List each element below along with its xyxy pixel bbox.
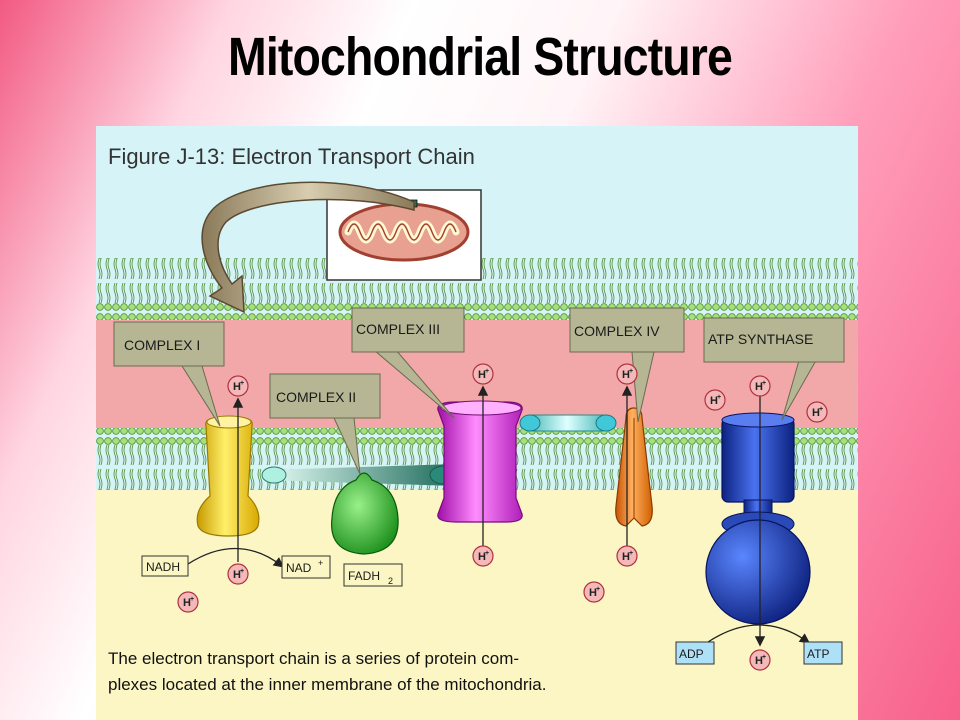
proton-arrows: [187, 385, 811, 647]
proton-charge: +: [819, 406, 823, 413]
label-pointers: [181, 349, 823, 475]
svg-text:NAD: NAD: [286, 561, 312, 575]
label-complex-2-text: COMPLEX II: [276, 389, 356, 405]
cytochrome-c-carrier: [519, 414, 617, 432]
atp-box: ATP: [803, 641, 843, 665]
proton-symbol: H: [755, 381, 763, 393]
proton-charge: +: [629, 368, 633, 375]
proton-charge: +: [629, 550, 633, 557]
complex-2: [331, 472, 399, 555]
proton-badge: H+: [616, 363, 638, 385]
proton-badge: H+: [472, 545, 494, 567]
etc-diagram: Figure J-13: Electron Transport Chain: [96, 126, 858, 720]
proton-charge: +: [190, 596, 194, 603]
caption-line-1: The electron transport chain is a series…: [108, 649, 519, 668]
svg-text:FADH: FADH: [348, 569, 380, 583]
proton-charge: +: [762, 654, 766, 661]
complex-3: [437, 400, 523, 523]
proton-symbol: H: [478, 369, 486, 381]
proton-symbol: H: [233, 569, 241, 581]
proton-symbol: H: [710, 395, 718, 407]
proton-badge: H+: [806, 401, 828, 423]
proton-symbol: H: [233, 381, 241, 393]
proton-charge: +: [485, 368, 489, 375]
label-complex-3: COMPLEX III: [351, 307, 465, 353]
proton-symbol: H: [622, 369, 630, 381]
label-complex-2: COMPLEX II: [269, 373, 381, 419]
label-complex-1-text: COMPLEX I: [124, 337, 200, 353]
label-atp-synthase-text: ATP SYNTHASE: [708, 331, 813, 347]
caption-line-2: plexes located at the inner membrane of …: [108, 675, 546, 694]
label-complex-3-text: COMPLEX III: [356, 321, 440, 337]
proton-symbol: H: [755, 655, 763, 667]
figure-title: Figure J-13: Electron Transport Chain: [108, 144, 475, 169]
label-atp-synthase: ATP SYNTHASE: [703, 317, 845, 363]
proton-symbol: H: [478, 551, 486, 563]
label-complex-4: COMPLEX IV: [569, 307, 685, 353]
svg-text:NADH: NADH: [146, 560, 180, 574]
proton-badge: H+: [583, 581, 605, 603]
proton-symbol: H: [589, 587, 597, 599]
proton-badges: H+H+H+H+H+H+H+H+H+H+H+H+: [177, 363, 828, 671]
proton-badge: H+: [616, 545, 638, 567]
proton-symbol: H: [183, 597, 191, 609]
proton-badge: H+: [472, 363, 494, 385]
slide-title: Mitochondrial Structure: [228, 27, 733, 87]
proton-badge: H+: [704, 389, 726, 411]
fadh2-box: FADH 2: [343, 563, 403, 587]
svg-text:ADP: ADP: [679, 647, 704, 661]
complex-1: [196, 415, 260, 537]
label-complex-1: COMPLEX I: [113, 321, 225, 367]
proton-charge: +: [762, 380, 766, 387]
proton-charge: +: [717, 394, 721, 401]
proton-symbol: H: [622, 551, 630, 563]
adp-box: ADP: [675, 641, 715, 665]
label-complex-4-text: COMPLEX IV: [574, 323, 660, 339]
proton-charge: +: [596, 586, 600, 593]
zoom-callout-arrow: [201, 181, 415, 314]
proton-badge: H+: [177, 591, 199, 613]
svg-text:2: 2: [388, 576, 393, 586]
proton-symbol: H: [812, 407, 820, 419]
proton-charge: +: [485, 550, 489, 557]
atp-synthase: [705, 412, 811, 625]
proton-badge: H+: [227, 375, 249, 397]
complex-4: [615, 407, 653, 527]
etc-figure: Figure J-13: Electron Transport Chain: [96, 126, 858, 720]
proton-badge: H+: [749, 649, 771, 671]
proton-badge: H+: [749, 375, 771, 397]
proton-charge: +: [240, 380, 244, 387]
proton-charge: +: [240, 568, 244, 575]
nad-plus-box: NAD +: [281, 555, 331, 579]
svg-text:+: +: [318, 558, 323, 568]
svg-text:ATP: ATP: [807, 647, 829, 661]
nadh-box: NADH: [141, 555, 189, 577]
proton-badge: H+: [227, 563, 249, 585]
